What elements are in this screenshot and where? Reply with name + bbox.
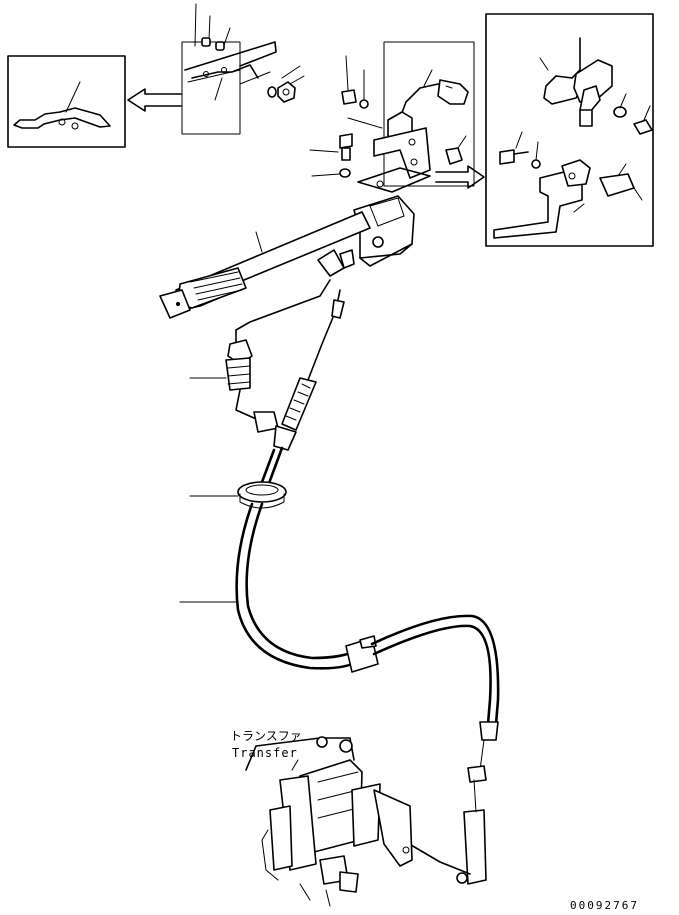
transfer-label-jp: トランスファ: [230, 729, 302, 743]
lever-tip-detail-box: [7, 55, 126, 148]
transfer-assembly: [245, 736, 413, 907]
brake-lever-assembly: [159, 195, 415, 319]
small-fasteners-top: [194, 3, 305, 103]
lever-bracket-inset: [181, 41, 277, 135]
switch-and-harness: [387, 69, 469, 143]
switch-detail-box: [485, 13, 654, 247]
right-callout-arrow: [435, 165, 485, 189]
transfer-label-en: Transfer: [232, 746, 298, 760]
left-callout-arrow: [127, 88, 182, 112]
mount-bracket: [357, 127, 431, 193]
brake-cable: [179, 289, 500, 885]
drawing-code: 00092767: [570, 899, 639, 912]
bolts-center: [309, 55, 467, 178]
lever-harness: [189, 279, 331, 433]
